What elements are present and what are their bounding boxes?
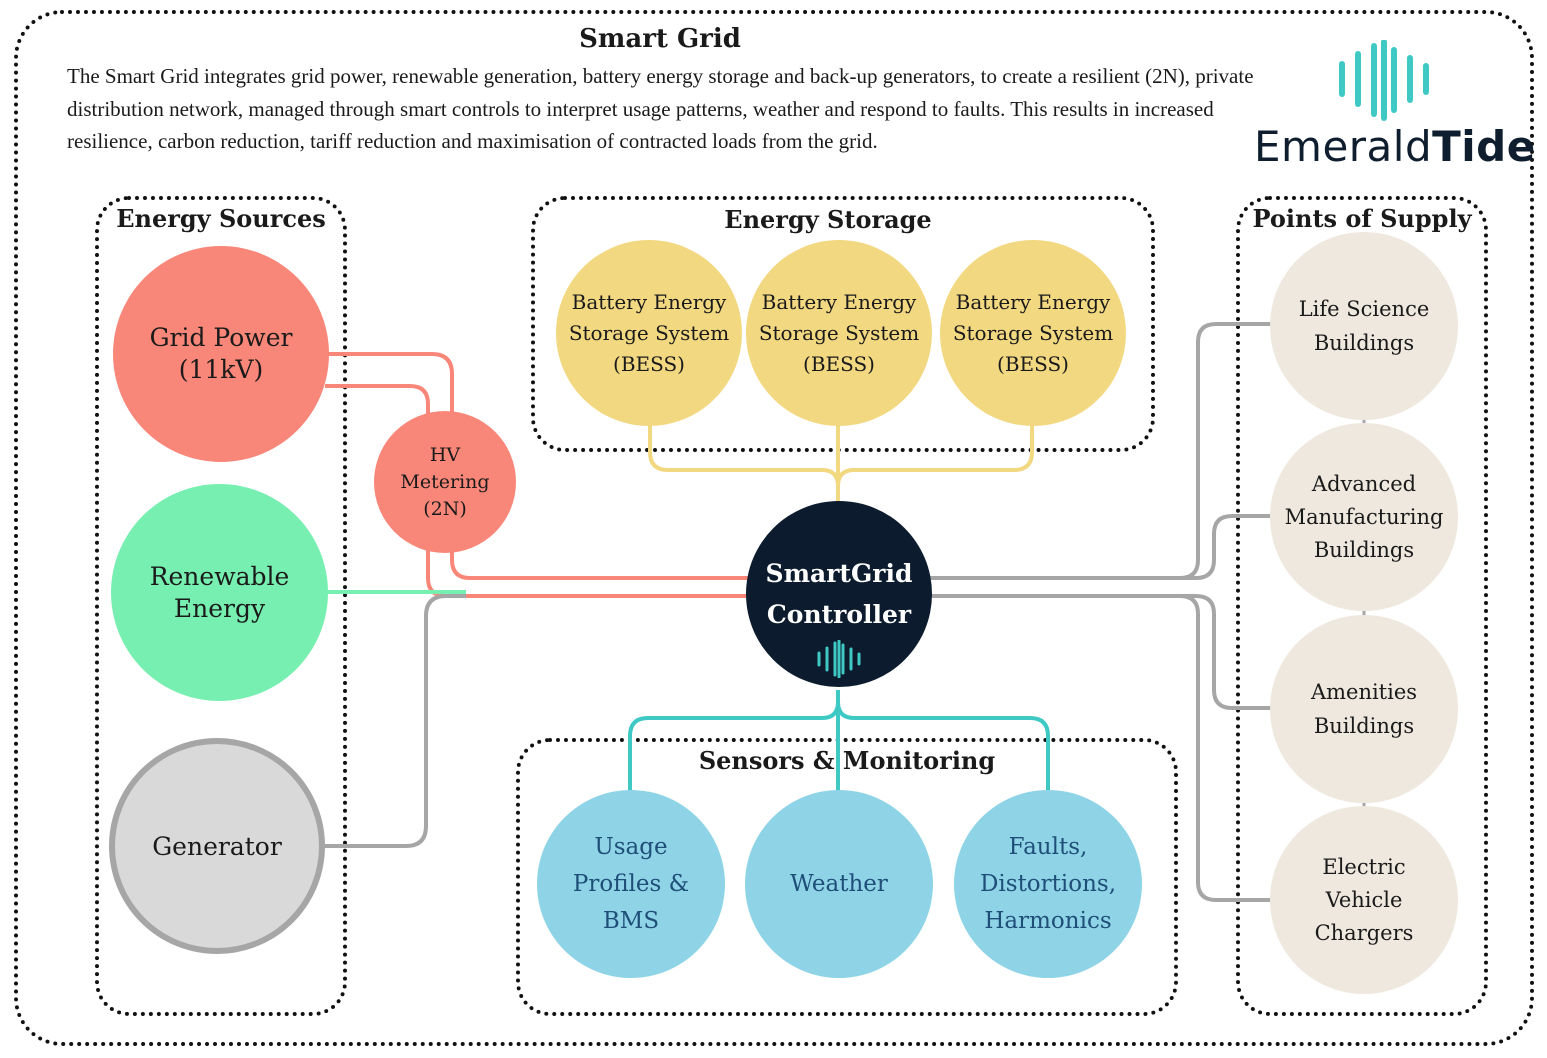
smartgrid-controller-node: SmartGrid Controller	[746, 501, 932, 687]
bess-label-1: Battery Energy Storage System (BESS)	[568, 289, 730, 376]
sensors-monitoring-title: Sensors & Monitoring	[698, 746, 996, 775]
hv-metering-label: HV Metering (2N)	[400, 443, 490, 520]
life-science-label: Life Science Buildings	[1298, 297, 1430, 355]
wire-bess-1	[648, 425, 840, 504]
brand-name-light: Emerald	[1254, 122, 1433, 171]
amenities-label: Amenities Buildings	[1310, 680, 1418, 738]
page-title: Smart Grid	[579, 24, 741, 54]
brand-logo: EmeraldTide	[1254, 122, 1536, 171]
usage-profiles-node: Usage Profiles & BMS	[537, 790, 725, 978]
wire-bess-3	[836, 425, 1034, 504]
wire-grid-to-metering	[325, 352, 454, 412]
generator-label: Generator	[152, 831, 282, 861]
points-of-supply-group	[1236, 196, 1488, 1016]
grid-power-label: Grid Power (11kV)	[149, 323, 293, 384]
energy-sources-title: Energy Sources	[116, 204, 326, 233]
advanced-manufacturing-node: Advanced Manufacturing Buildings	[1270, 423, 1458, 611]
ev-chargers-node: Electric Vehicle Chargers	[1270, 806, 1458, 994]
faults-node: Faults, Distortions, Harmonics	[954, 790, 1142, 978]
renewable-energy-node: Renewable Energy	[111, 484, 328, 701]
sound-wave-icon	[1339, 40, 1429, 121]
wire-ev-chargers	[925, 594, 1272, 902]
outer-frame	[14, 10, 1534, 1046]
weather-label: Weather	[790, 871, 888, 897]
bess-label-2: Battery Energy Storage System (BESS)	[758, 289, 920, 376]
bess-node-1: Battery Energy Storage System (BESS)	[556, 240, 742, 426]
smartgrid-controller-label: SmartGrid Controller	[765, 559, 913, 629]
energy-sources-group	[95, 196, 347, 1016]
life-science-node: Life Science Buildings	[1270, 232, 1458, 420]
wire-advanced-mfg	[925, 514, 1272, 580]
renewable-energy-label: Renewable Energy	[149, 561, 290, 623]
page-description: The Smart Grid integrates grid power, re…	[67, 64, 1254, 153]
bess-label-3: Battery Energy Storage System (BESS)	[952, 289, 1114, 376]
energy-storage-group	[531, 196, 1155, 452]
bess-node-3: Battery Energy Storage System (BESS)	[940, 240, 1126, 426]
controller-wave-icon	[817, 640, 861, 678]
wire-metering-to-controller	[450, 550, 760, 580]
faults-label: Faults, Distortions, Harmonics	[979, 833, 1117, 934]
bess-node-2: Battery Energy Storage System (BESS)	[746, 240, 932, 426]
sensors-monitoring-group	[516, 738, 1178, 1016]
wire-amenities	[925, 594, 1272, 710]
energy-storage-title: Energy Storage	[724, 205, 932, 234]
wire-generator	[320, 594, 466, 848]
brand-name-bold: Tide	[1432, 122, 1536, 171]
hv-metering-node: HV Metering (2N)	[374, 411, 516, 553]
advanced-manufacturing-label: Advanced Manufacturing Buildings	[1284, 471, 1444, 562]
wire-usage	[628, 690, 840, 795]
generator-node: Generator	[109, 738, 325, 954]
weather-node: Weather	[745, 790, 933, 978]
usage-profiles-label: Usage Profiles & BMS	[572, 833, 690, 934]
ev-chargers-label: Electric Vehicle Chargers	[1314, 854, 1414, 945]
grid-power-node: Grid Power (11kV)	[113, 246, 329, 462]
wire-faults	[836, 690, 1050, 795]
points-of-supply-title: Points of Supply	[1252, 204, 1472, 233]
amenities-node: Amenities Buildings	[1270, 615, 1458, 803]
